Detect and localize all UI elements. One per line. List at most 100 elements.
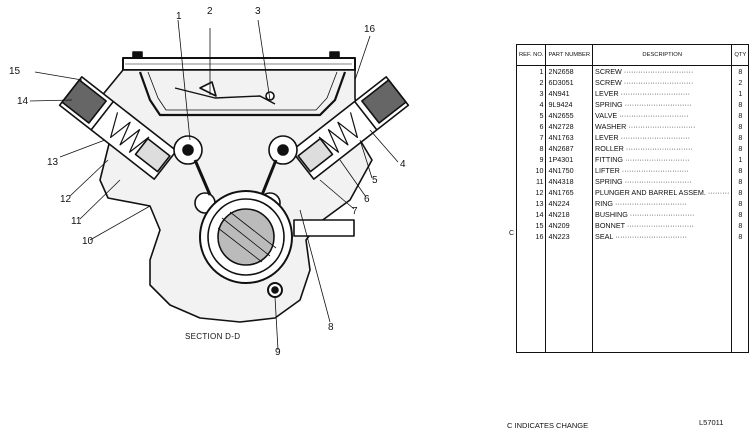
- qty-cell: 8: [731, 187, 749, 199]
- callout-1: 1: [176, 11, 182, 22]
- ref-cell: 16: [515, 231, 546, 243]
- desc-cell: SCREW ·····························: [592, 65, 732, 78]
- desc-cell: ROLLER ····························: [592, 143, 732, 155]
- callout-7: 7: [352, 206, 358, 217]
- desc-cell: WASHER ····························: [592, 121, 732, 133]
- callout-14: 14: [17, 96, 29, 107]
- qty-cell: 8: [731, 165, 749, 177]
- drawing-code: L57011: [699, 418, 724, 427]
- desc-cell: LIFTER ····························: [592, 165, 732, 177]
- callout-2: 2: [207, 6, 213, 17]
- part-cell: 1P4301: [545, 154, 593, 166]
- desc-cell: RING ······························: [592, 198, 732, 210]
- callout-4: 4: [400, 159, 406, 170]
- ref-cell: 12: [515, 187, 546, 199]
- pump-section-drawing: [29, 19, 410, 351]
- part-cell: 4N4318: [545, 176, 593, 188]
- part-cell: 4N218: [545, 209, 593, 221]
- qty-cell: 8: [731, 209, 749, 221]
- part-cell: 4N2655: [545, 110, 593, 122]
- ref-cell: 7: [515, 132, 546, 144]
- part-cell: 4N941: [545, 88, 593, 100]
- callout-5: 5: [372, 175, 378, 186]
- ref-cell: 8: [515, 143, 546, 155]
- desc-cell: VALVE ·····························: [592, 110, 732, 122]
- desc-cell: SPRING ····························: [592, 99, 732, 111]
- qty-cell: 8: [731, 132, 749, 144]
- callout-12: 12: [60, 194, 72, 205]
- ref-cell: 13: [515, 198, 546, 210]
- ref-cell: 14: [515, 209, 546, 221]
- ref-cell: 2: [515, 77, 546, 89]
- header-qty: QTY: [731, 44, 749, 66]
- part-cell: 4N1765: [545, 187, 593, 199]
- callout-15: 15: [9, 66, 21, 77]
- desc-cell: SEAL ······························: [592, 231, 732, 243]
- ref-cell: 6: [515, 121, 546, 133]
- qty-cell: 8: [731, 176, 749, 188]
- desc-cell: LEVER ·····························: [592, 132, 732, 144]
- qty-cell: 1: [731, 154, 749, 166]
- header-ref-no: REF. NO.: [515, 44, 546, 66]
- desc-cell: SPRING ····························: [592, 176, 732, 188]
- part-cell: 6D3051: [545, 77, 593, 89]
- qty-cell: 8: [731, 65, 749, 78]
- change-marker: C: [509, 230, 515, 237]
- qty-cell: 8: [731, 143, 749, 155]
- ref-cell: 15: [515, 220, 546, 232]
- part-cell: 2N2658: [545, 65, 593, 78]
- qty-cell: 8: [731, 110, 749, 122]
- desc-cell: SCREW ·····························: [592, 77, 732, 89]
- callout-10: 10: [82, 236, 94, 247]
- qty-cell: 2: [731, 77, 749, 89]
- part-cell: 4N2728: [545, 121, 593, 133]
- qty-cell: 8: [731, 220, 749, 232]
- part-cell: 4N209: [545, 220, 593, 232]
- qty-cell: 8: [731, 121, 749, 133]
- callout-13: 13: [47, 157, 59, 168]
- ref-cell: 9: [515, 154, 546, 166]
- desc-cell: PLUNGER AND BARREL ASSEM. ·········: [592, 187, 732, 199]
- section-label: SECTION D-D: [185, 332, 241, 341]
- change-note: C INDICATES CHANGE: [507, 421, 589, 430]
- part-cell: 4N1750: [545, 165, 593, 177]
- ref-cell: 11: [515, 176, 546, 188]
- ref-cell: 10: [515, 165, 546, 177]
- qty-cell: 8: [731, 231, 749, 243]
- part-cell: 9L9424: [545, 99, 593, 111]
- callout-6: 6: [364, 194, 370, 205]
- part-cell: 4N223: [545, 231, 593, 243]
- table-filler-row: [515, 242, 749, 353]
- callout-11: 11: [71, 216, 82, 227]
- desc-cell: FITTING ···························: [592, 154, 732, 166]
- ref-cell: 3: [515, 88, 546, 100]
- qty-cell: 8: [731, 198, 749, 210]
- part-cell: 4N1763: [545, 132, 593, 144]
- part-cell: 4N224: [545, 198, 593, 210]
- desc-cell: BONNET ····························: [592, 220, 732, 232]
- ref-cell: 4: [515, 99, 546, 111]
- callout-8: 8: [328, 322, 334, 333]
- header-description: DESCRIPTION: [592, 44, 732, 66]
- qty-cell: 8: [731, 99, 749, 111]
- desc-cell: LEVER ·····························: [592, 88, 732, 100]
- ref-cell: 5: [515, 110, 546, 122]
- table-header-row: REF. NO. PART NUMBER DESCRIPTION QTY: [515, 44, 749, 66]
- ref-cell: 1: [515, 65, 546, 78]
- part-cell: 4N2687: [545, 143, 593, 155]
- qty-cell: 1: [731, 88, 749, 100]
- header-part-number: PART NUMBER: [545, 44, 593, 66]
